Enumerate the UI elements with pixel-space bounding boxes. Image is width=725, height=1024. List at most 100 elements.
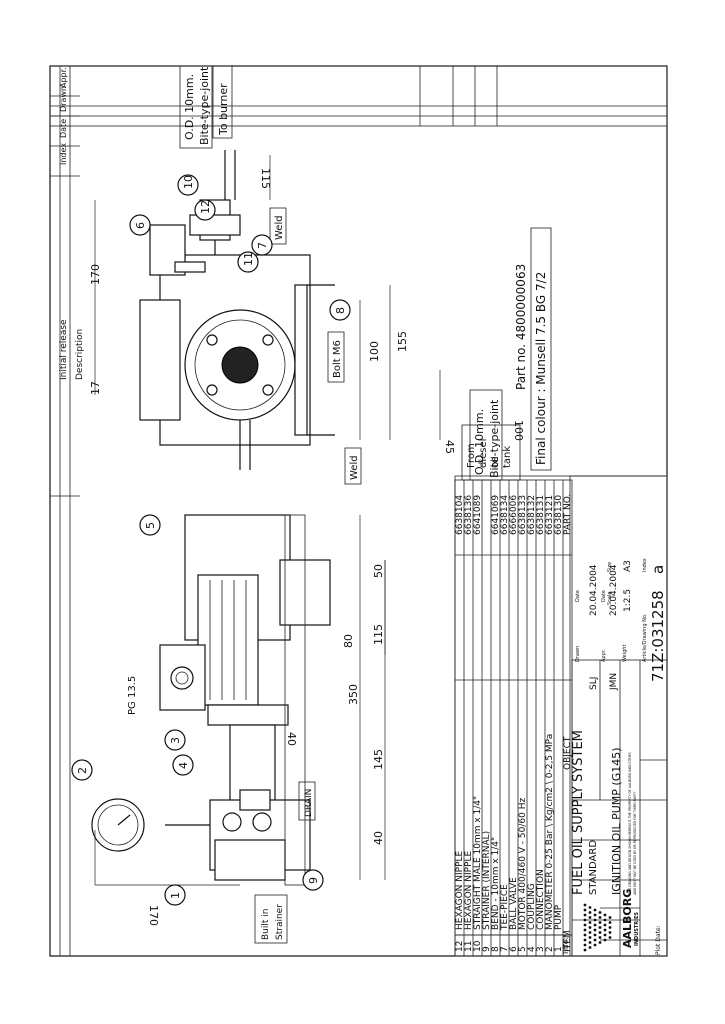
logo-dot	[588, 931, 592, 934]
parts-part-no: 6638132	[527, 495, 537, 535]
od-bottom-2: Bite-type-joint	[488, 399, 501, 478]
parts-item: 12	[455, 941, 465, 952]
dim-145: 145	[372, 749, 385, 770]
parts-object: PUMP	[554, 904, 564, 930]
drawing-number: 71Z:031258	[649, 590, 667, 682]
parts-item: 7	[500, 946, 510, 952]
logo-dot	[583, 903, 587, 907]
od-top-2: Bite-type-joint	[198, 66, 211, 145]
logo-dot	[593, 943, 597, 947]
balloon-label: 5	[144, 522, 157, 529]
logo-dot	[583, 933, 587, 937]
parts-object: TEE-PIECE	[500, 884, 510, 931]
scale-label: Scale	[607, 592, 613, 605]
dim-100-left: 100	[512, 420, 525, 441]
drain-box	[298, 781, 316, 821]
size-label: Size	[607, 562, 613, 572]
logo-dot	[593, 908, 597, 912]
balloon-label: 4	[177, 762, 190, 769]
parts-object: MANOMETER 0-25 Bar \ Kg/cm2 \ 0-2,5 MPa	[545, 734, 555, 930]
logo-dot	[603, 933, 607, 937]
od-top-box	[179, 65, 213, 149]
pump-front-view	[139, 150, 335, 470]
logo-dot	[583, 938, 587, 942]
balloon-label: 2	[76, 767, 89, 774]
parts-header-item: ITEM	[563, 930, 573, 952]
dim-50: 50	[372, 564, 385, 578]
parts-object: STRAINER (INTERNAL)	[482, 831, 492, 930]
logo-dot	[603, 913, 607, 917]
left-dimensions	[94, 515, 386, 886]
parts-part-no: 6633121	[545, 495, 555, 535]
parts-part-no: 6638104	[455, 495, 465, 535]
dim-40: 40	[372, 831, 385, 845]
dim-17: 17	[89, 381, 102, 395]
rev-header-drawn: Drawn	[59, 86, 68, 112]
plot-date-label: Plot Date:	[655, 925, 662, 955]
property-note-2: AND MUST NOT BE USED BY OR REPRODUCED FO…	[633, 792, 637, 895]
parts-object: MOTOR 400/460 V - 50/60 Hz	[518, 798, 528, 930]
balloon-circle	[71, 759, 93, 781]
parts-object: CONNECTION	[536, 869, 546, 930]
logo-dot	[583, 908, 587, 912]
balloon-label: 11	[242, 252, 255, 266]
logo-dot	[598, 916, 602, 919]
strainer-box	[254, 894, 288, 944]
logo-dot	[608, 936, 612, 939]
scale-value: 1:2.5	[623, 589, 633, 612]
logo-dot	[593, 923, 597, 927]
od-bottom-1: O.D. 10mm.	[473, 409, 486, 475]
drain-label: DRAIN	[304, 789, 314, 817]
logo-dot	[593, 928, 597, 932]
from-1: From	[466, 443, 477, 468]
balloon-circle	[251, 234, 273, 256]
logo-dot	[598, 926, 602, 929]
from-4: tank	[502, 446, 513, 468]
appr-date-label: Date	[601, 590, 607, 602]
rev-header-date: Date	[59, 119, 68, 138]
balloon-circle	[129, 214, 151, 236]
parts-item: 8	[491, 946, 501, 952]
parts-object: BEND - 10mm x 1/4"	[491, 837, 501, 930]
weight-label: Weight	[622, 645, 628, 662]
parts-list-rows	[455, 480, 572, 956]
rev-description: Initial release	[59, 319, 69, 380]
drawn-date: 20.04.2004	[589, 564, 599, 616]
balloon-circle	[177, 174, 199, 196]
logo-dot	[588, 911, 592, 914]
title-label: Title:	[562, 938, 570, 956]
weld-top: Weld	[274, 215, 285, 240]
od-top-1: O.D. 10mm.	[183, 74, 196, 140]
parts-part-no: 6638136	[464, 495, 474, 535]
parts-part-no: 6638130	[554, 495, 564, 535]
final-colour-box	[530, 227, 552, 471]
balloon-label: 6	[134, 222, 147, 229]
logo-dot	[583, 948, 587, 952]
logo-dot	[583, 943, 587, 947]
dim-80: 80	[342, 634, 355, 648]
revision-table	[50, 66, 80, 956]
pg-label: PG 13.5	[127, 676, 138, 715]
rev-header-description: Description	[75, 329, 85, 380]
logo-dot	[593, 933, 597, 937]
parts-part-no: 6638133	[518, 495, 528, 535]
parts-part-no: 6641089	[473, 495, 483, 535]
parts-part-no: 6641069	[491, 495, 501, 535]
parts-part-no: 6638134	[500, 495, 510, 535]
title-name: IGNITION OIL PUMP (G145)	[610, 747, 623, 895]
balloon-label: 10	[182, 175, 195, 189]
logo-dot	[598, 931, 602, 934]
part-number-note: Part no. 4800000063	[514, 264, 528, 390]
rev-header-index: Index	[59, 143, 68, 165]
balloon-circle	[164, 884, 186, 906]
drawn-date-label: Date	[575, 590, 581, 602]
parts-item: 10	[473, 940, 483, 952]
to-burner: To burner	[217, 83, 230, 136]
dim-100: 100	[368, 341, 381, 362]
logo-dot	[603, 923, 607, 927]
strainer-label-1: Built in	[261, 909, 271, 940]
parts-item: 6	[509, 946, 519, 952]
logo-dot	[588, 941, 592, 944]
logo-dot	[598, 941, 602, 944]
